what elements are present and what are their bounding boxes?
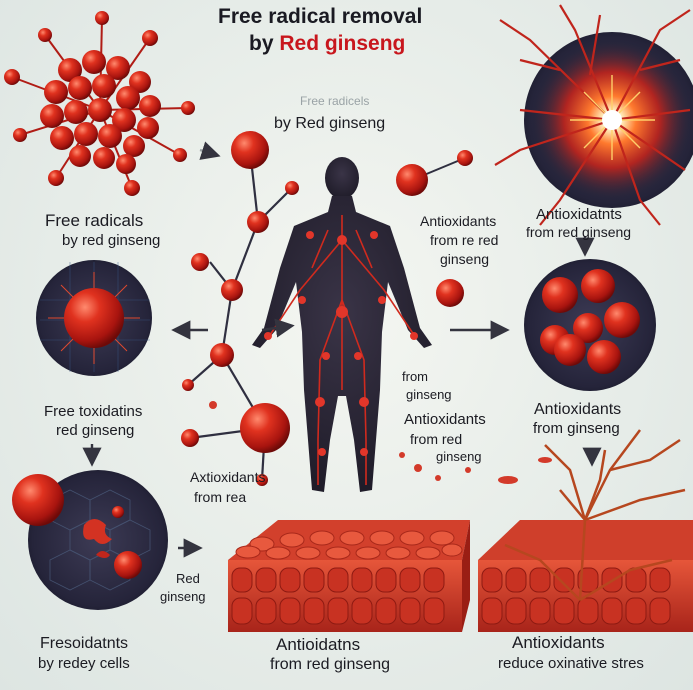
- label-free-toxins-1: Free toxidatins: [44, 403, 143, 420]
- label-from-ginseng-1: from: [402, 369, 428, 384]
- label-antioxidants-mid-3: ginseng: [440, 251, 490, 267]
- label-red-ginseng-small-2: ginseng: [160, 589, 206, 604]
- arrow-top-left: [199, 141, 221, 160]
- tissue-block-right: [478, 429, 693, 632]
- label-antioxidants-center-1: Antioxidants: [404, 411, 486, 428]
- label-bottom-mid-1: Antioidatns: [276, 635, 361, 654]
- title-highlight: Red ginseng: [279, 32, 406, 55]
- label-antioxidants-right2-2: from ginseng: [533, 420, 620, 437]
- label-free-radicals-2: by red ginseng: [62, 232, 161, 249]
- label-bottom-left-2: by redey cells: [38, 655, 130, 672]
- molecule-chain: [181, 131, 299, 486]
- flow-arrows: [82, 141, 602, 558]
- label-axtioxidants-2: from rea: [194, 489, 247, 505]
- label-antioxidants-right-1: Antioxidatnts: [536, 206, 622, 223]
- label-bottom-right-1: Antioxidants: [512, 633, 605, 652]
- label-axtioxidants-1: Axtioxidants: [190, 469, 266, 485]
- label-antioxidants-right-2: from red ginseng: [526, 224, 632, 240]
- label-bottom-left-1: Fresoidatnts: [40, 635, 129, 652]
- title-line-2-prefix: by: [249, 32, 280, 55]
- arrow-to-body: [261, 318, 295, 338]
- oxidative-burst-top-right: [494, 4, 693, 226]
- label-antioxidants-center-3: ginseng: [436, 449, 482, 464]
- label-bottom-mid-2: from red ginseng: [270, 656, 391, 673]
- label-bottom-right-2: reduce oxinative stres: [498, 655, 644, 672]
- title-line-1: Free radical removal: [218, 5, 423, 28]
- label-antioxidants-mid-2: from re red: [430, 232, 499, 248]
- free-radical-cell-disc-left: [36, 260, 152, 376]
- cell-damage-disc-bottom-left: [12, 470, 168, 610]
- faint-label-top: Free radicels: [300, 94, 370, 108]
- label-red-ginseng-small-1: Red: [176, 571, 200, 586]
- antioxidant-cells-disc-right: [524, 259, 656, 391]
- tissue-block-center: [228, 520, 470, 632]
- label-antioxidants-center-2: from red: [410, 431, 463, 447]
- label-by-red-ginseng: by Red ginseng: [274, 115, 386, 132]
- human-body-figure: [252, 157, 432, 492]
- label-antioxidants-mid-1: Antioxidants: [420, 213, 497, 229]
- label-free-radicals-1: Free radicals: [45, 211, 144, 230]
- title-line-2: by Red ginseng: [249, 32, 406, 55]
- floating-molecules-right: [396, 150, 552, 484]
- label-antioxidants-right2-1: Antioxidants: [534, 401, 622, 418]
- label-free-toxins-2: red ginseng: [56, 422, 135, 439]
- label-from-ginseng-2: ginseng: [406, 387, 452, 402]
- free-radical-cluster-top-left: [4, 11, 195, 196]
